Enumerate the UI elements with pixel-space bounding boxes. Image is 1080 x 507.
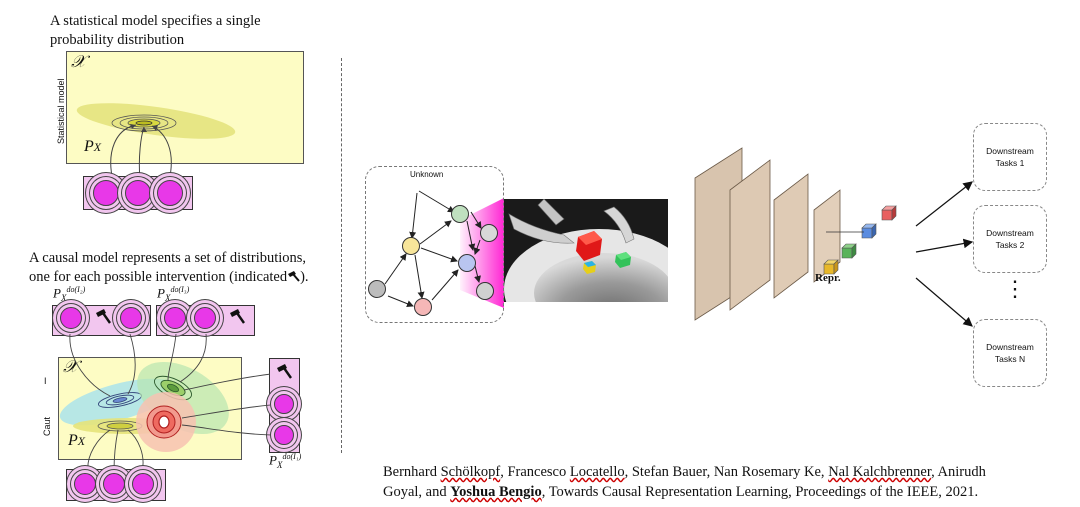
citation-text: Goyal, and [383, 484, 451, 500]
section-divider [341, 58, 342, 453]
citation: Bernhard Schölkopf, Francesco Locatello,… [383, 462, 1063, 502]
variable-node [194, 307, 216, 329]
variable-node [274, 425, 294, 445]
causal-dist-sub: X [77, 434, 86, 448]
citation-line2: Goyal, and Yoshua Bengio, Towards Causal… [383, 482, 1063, 502]
citation-text: , Francesco [500, 464, 570, 480]
int-label-p: P [53, 285, 61, 301]
citation-text: , Stefan Bauer, Nan Rosemary Ke, [624, 464, 829, 480]
task-label: Downstream Tasks N [986, 342, 1034, 364]
variable-node [125, 180, 151, 206]
citation-author-kalchbrenner: Nal Kalchbrenner [828, 464, 932, 480]
task-label: Downstream Tasks 2 [986, 228, 1034, 250]
statistical-dist-label: PX [84, 138, 101, 156]
variable-node [74, 473, 96, 495]
statistical-dist-sub: X [93, 140, 102, 154]
statistical-distribution-plot [76, 103, 236, 182]
tasks-ellipsis: ⋮ [1004, 276, 1026, 301]
int-label-p: P [157, 285, 165, 301]
hammer-icon [288, 271, 300, 282]
causal-caption-line1: A causal model represents a set of distr… [29, 250, 307, 266]
citation-author-schoelkopf: Schölkopf [440, 464, 501, 480]
citation-text: , Anirudh [931, 464, 986, 480]
citation-text: Bernhard [383, 464, 441, 480]
task-label: Downstream Tasks 1 [986, 146, 1034, 168]
variable-node [157, 180, 183, 206]
variable-node [120, 307, 142, 329]
citation-author-bengio: Yoshua Bengio [450, 484, 542, 500]
variable-node [274, 394, 294, 414]
int-label-sup: do(I₁) [282, 452, 302, 461]
int-label-p: P [269, 452, 277, 468]
latent-cubes [823, 205, 897, 275]
causal-caption-line2: one for each possible intervention (indi… [29, 269, 288, 285]
statistical-caption-line1: A statistical model specifies a single [50, 13, 261, 29]
causal-marker: I [44, 376, 47, 386]
int-label-sup: do(I₃) [170, 285, 190, 294]
variable-node [60, 307, 82, 329]
variable-node [164, 307, 186, 329]
causal-caption-line2-end: ). [300, 269, 309, 285]
variable-node [103, 473, 125, 495]
variable-node [132, 473, 154, 495]
statistical-space-label: 𝒳 [71, 52, 86, 71]
unknown-label: Unknown [410, 170, 444, 179]
citation-text: , Towards Causal Representation Learning… [541, 484, 979, 500]
statistical-dist-p: P [84, 138, 94, 155]
causal-axis-label: Caut [42, 416, 52, 436]
causal-distribution-plot [59, 333, 270, 472]
statistical-caption: A statistical model specifies a single p… [50, 12, 261, 50]
causal-dist-p: P [68, 432, 78, 449]
downstream-task-2: Downstream Tasks 2 [973, 205, 1047, 273]
intervention-label-i3: PXdo(I₃) [157, 285, 190, 303]
causal-caption: A causal model represents a set of distr… [29, 249, 309, 287]
task-arrows [915, 181, 974, 327]
hammer-icon [230, 309, 245, 324]
causal-graph [368, 190, 498, 316]
encoder-network [694, 147, 841, 321]
downstream-task-n: Downstream Tasks N [973, 319, 1047, 387]
robot-scene-image [504, 199, 668, 302]
int-label-sup: do(I₂) [66, 285, 86, 294]
statistical-axis-label: Statistical model [56, 78, 66, 144]
causal-dist-label: PX [68, 432, 85, 450]
causal-space-label: 𝒳 [63, 357, 78, 376]
statistical-caption-line2: probability distribution [50, 32, 185, 48]
downstream-task-1: Downstream Tasks 1 [973, 123, 1047, 191]
causal-graph-box [365, 166, 504, 323]
intervention-label-i2: PXdo(I₂) [53, 285, 86, 303]
citation-line1: Bernhard Schölkopf, Francesco Locatello,… [383, 462, 1063, 482]
hammer-icon [96, 309, 111, 324]
intervention-label-i1: PXdo(I₁) [269, 452, 302, 470]
representation-label: Repr. [815, 272, 841, 284]
variable-node [93, 180, 119, 206]
citation-author-locatello: Locatello [569, 464, 625, 480]
causal-caption-line2-wrap: one for each possible intervention (indi… [29, 268, 309, 287]
hammer-icon [277, 364, 292, 379]
